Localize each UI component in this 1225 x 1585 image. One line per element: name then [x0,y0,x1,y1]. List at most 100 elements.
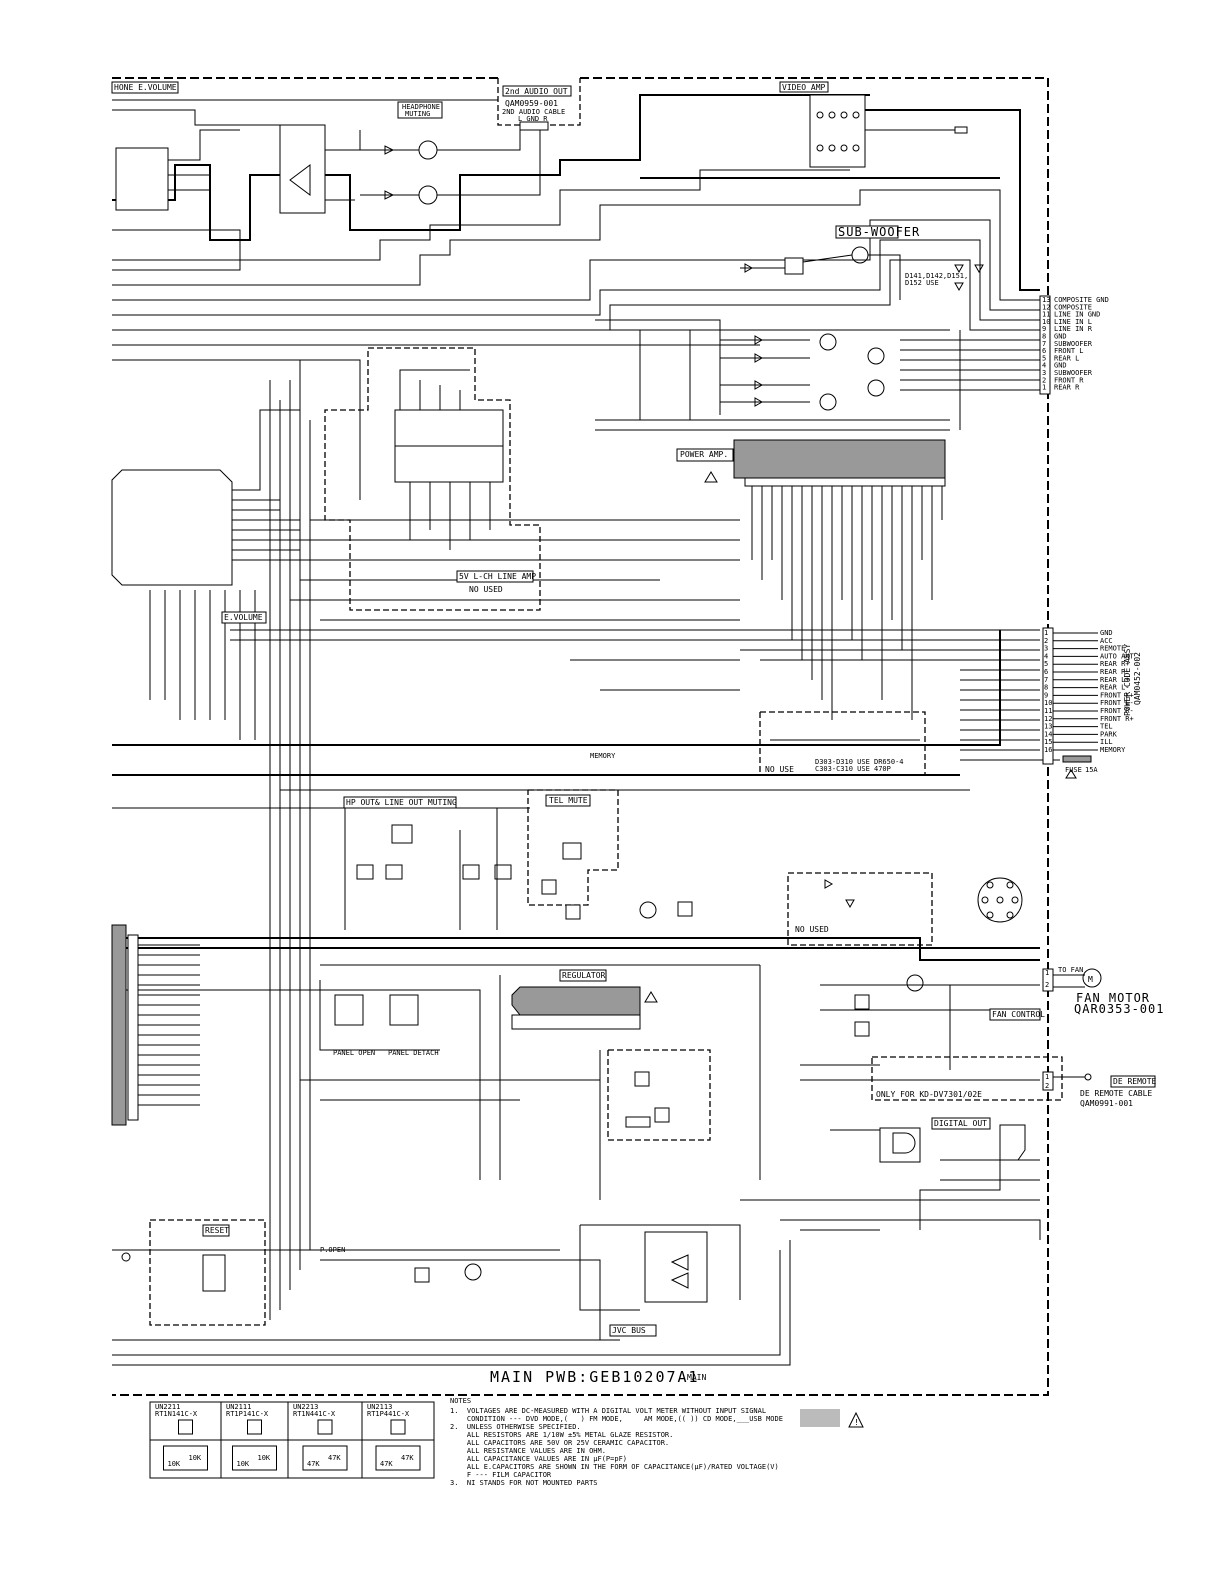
power-connector-pin-name: REAR R- [1100,668,1130,676]
panel-switches: PANEL OPEN PANEL DETACH [319,980,440,1057]
diode-note-2: D152 USE [905,279,939,287]
power-connector-pin-name: REAR L- [1100,684,1130,692]
de-remote-label: DE REMOTE [1113,1077,1157,1086]
second-audio-out-cable: 2ND AUDIO CABLE [502,108,565,116]
connector-top-pin-name: COMPOSITE [1054,303,1092,311]
output-buffer-transistors [754,333,885,411]
evolume-block: E.VOLUME [111,409,330,624]
power-connector-pin: 5 [1044,660,1048,668]
to-fan-label: TO FAN [1058,966,1083,974]
connector-top-pin: 8 [1042,333,1046,341]
fan-motor-label: FAN MOTOR [1076,991,1150,1005]
din-connector [977,877,1023,923]
power-connector-pin-name: TEL [1100,723,1113,731]
connector-top-pin: 3 [1042,369,1046,377]
sub-woofer-transistor-box [784,257,804,275]
notes-title: NOTES [450,1397,471,1405]
sub-woofer-block: SUB-WOOFER D141,D142,D151, D152 USE [740,225,984,300]
transistor-legend-subpart: RT1N441C-X [293,1410,336,1418]
de-remote-block: 1 2 ONLY FOR KD-DV7301/02E DE REMOTE DE … [871,1056,1157,1108]
power-connector-pin: 2 [1044,637,1048,645]
video-amp-label: VIDEO AMP [782,83,826,92]
connector-top-pin: 9 [1042,325,1046,333]
no-used-block-2: NO USED [787,872,933,946]
de-remote-cable: DE REMOTE CABLE [1080,1089,1152,1098]
transistor-legend-part: UN2213 [293,1403,318,1411]
transistor-legend-r2: 47K [401,1454,414,1462]
connector-top-pin: 2 [1042,376,1046,384]
connector-top-pin: 5 [1042,354,1046,362]
second-audio-out-pins: L GND R [518,115,548,123]
transistor-legend-equivalent [163,1445,208,1471]
connector-top-pin-name: LINE IN R [1054,325,1093,333]
power-connector-pin: 11 [1044,707,1052,715]
power-connector-pin: 12 [1044,715,1052,723]
transistor-legend-symbol [178,1419,193,1435]
svg-text:1: 1 [1045,1073,1049,1081]
jvc-bus-label: JVC BUS [612,1326,646,1335]
diode-note-1: D141,D142,D151, [905,272,968,280]
transistor-legend-equivalent [375,1445,421,1471]
connector-top-pin-name: SUBWOOFER [1054,369,1093,377]
tel-mute-block: TEL MUTE [527,789,693,920]
power-connector-pin-name: AUTO ANT [1100,652,1135,660]
popen-label: P.OPEN [320,1246,345,1254]
connector-top-pin-name: LINE IN GND [1054,311,1100,319]
transistor-legend-equivalent [302,1445,348,1471]
transistor-legend-subpart: RT1P441C-X [367,1410,410,1418]
notes-line: ALL RESISTORS ARE 1/10W ±5% METAL GLAZE … [450,1431,673,1439]
transistor-legend: UN2211RT1N141C-X10K10KUN2111RT1P141C-X10… [149,1401,435,1479]
power-connector-pin: 6 [1044,668,1048,676]
power-amp-pin-wires [751,485,943,720]
power-connector-pin: 13 [1044,723,1052,731]
jvc-bus-ic [644,1231,708,1303]
power-connector-pin: 4 [1044,652,1048,660]
power-code-part-label: QAM0452-002 [1133,652,1142,705]
power-connector-pin: 3 [1044,645,1048,653]
power-connector-pin-name: FRONT L- [1100,699,1134,707]
de-remote-part: QAM0991-001 [1080,1099,1133,1108]
power-connector-pin-name: ACC [1100,637,1113,645]
headphone-muting-label-2: MUTING [405,110,430,118]
notes-line: CONDITION --- DVD MODE,( ) FM MODE, AM M… [450,1415,783,1423]
svg-text:!: ! [854,1418,859,1427]
transistor-legend-part: UN2211 [155,1403,180,1411]
fuse-rating: 15A [1085,766,1098,774]
transistor-legend-r2: 47K [328,1454,341,1462]
transistor-legend-equivalent [232,1445,277,1471]
power-connector-pin: 8 [1044,684,1048,692]
transistor-legend-r2: 10K [258,1454,271,1462]
power-connector-pin-name: REMOTE [1100,645,1125,653]
connector-top-pin-name: REAR R [1054,384,1080,392]
notes-line: ALL E.CAPACITORS ARE SHOWN IN THE FORM O… [450,1463,779,1471]
notes-line: ALL CAPACITANCE VALUES ARE IN µF(P=pF) [450,1455,627,1463]
line-amp-block: 5V L-CH LINE AMP NO USED [324,347,541,611]
power-connector-pin: 16 [1044,746,1052,754]
connector-top-pin: 7 [1042,340,1046,348]
fan-control-label: FAN CONTROL [992,1010,1045,1019]
power-amp-block: POWER AMP. [676,439,946,487]
notes-block: NOTES 1. VOLTAGES ARE DC-MEASURED WITH A… [450,1397,864,1487]
power-connector-pin-name: ILL [1100,738,1113,746]
connector-top-pin: 13 [1042,296,1050,304]
transistor-legend-part: UN2113 [367,1403,392,1411]
power-connector-pin-name: GND [1100,629,1113,637]
connector-top-pin: 10 [1042,318,1050,326]
fuse-label: FUSE [1065,766,1082,774]
notes-line: ALL CAPACITORS ARE 50V OR 25V CERAMIC CA… [450,1439,669,1447]
transistor-legend-r1: 47K [307,1460,320,1468]
transistor-legend-symbol [317,1419,333,1435]
reset-label: RESET [205,1226,229,1235]
warning-triangle-icon [848,1411,864,1428]
notes-line: 1. VOLTAGES ARE DC-MEASURED WITH A DIGIT… [450,1407,766,1415]
no-used-2-label: NO USED [795,925,829,934]
line-amp-label: 5V L-CH LINE AMP [459,572,536,581]
power-connector-pin-name: FRONT R- [1100,707,1134,715]
transistor-legend-r1: 47K [380,1460,393,1468]
connector-top-pin-name: LINE IN L [1054,318,1092,326]
second-audio-connector [519,121,549,131]
evolume-label: E.VOLUME [224,613,263,622]
power-connector-pin-name: REAR R+ [1100,660,1130,668]
regulator-ic [511,986,641,1016]
